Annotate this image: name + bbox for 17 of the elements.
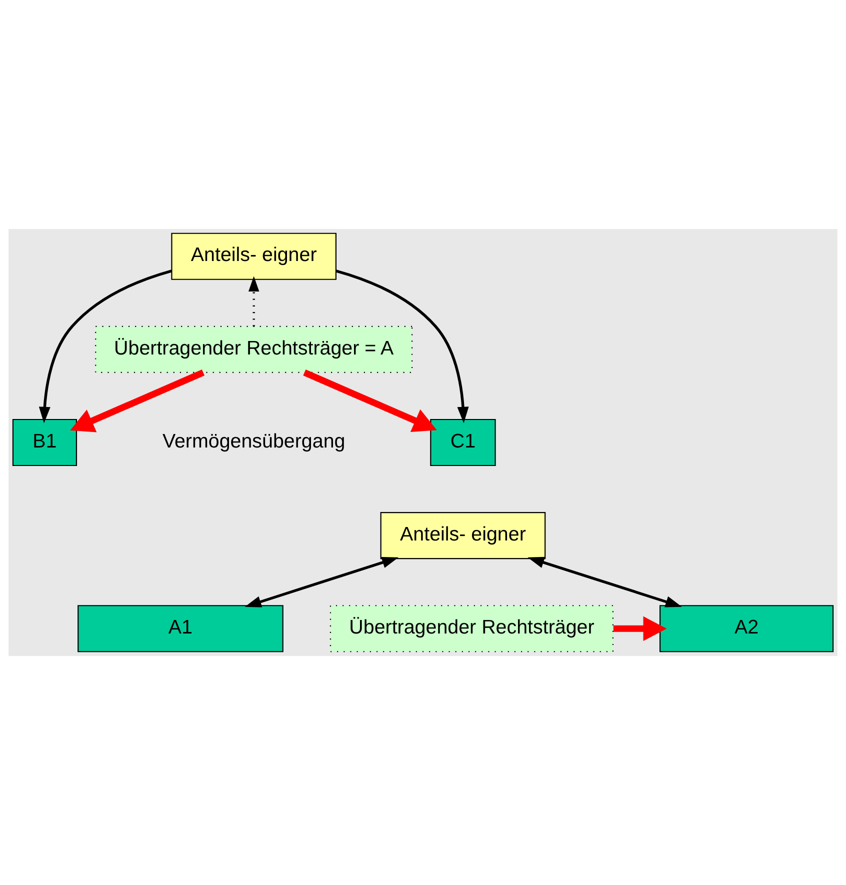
arrow — [248, 276, 260, 326]
node-box: A1 — [78, 605, 284, 652]
arrow — [613, 616, 667, 641]
arrow — [70, 370, 205, 432]
arrow — [303, 370, 437, 432]
node-box: A2 — [660, 605, 834, 652]
arrow — [38, 270, 172, 424]
label: Vermögensübergang — [162, 430, 346, 452]
node-box: Anteils- eigner — [380, 512, 546, 560]
arrow — [528, 556, 682, 608]
node-box: C1 — [430, 418, 496, 466]
arrow — [244, 556, 399, 608]
node-box: Übertragender Rechtsträger = A — [95, 326, 413, 373]
node-box: Anteils- eigner — [171, 232, 336, 280]
arrow — [336, 270, 469, 424]
node-box: Übertragender Rechtsträger — [330, 605, 614, 652]
node-box: B1 — [12, 418, 78, 466]
